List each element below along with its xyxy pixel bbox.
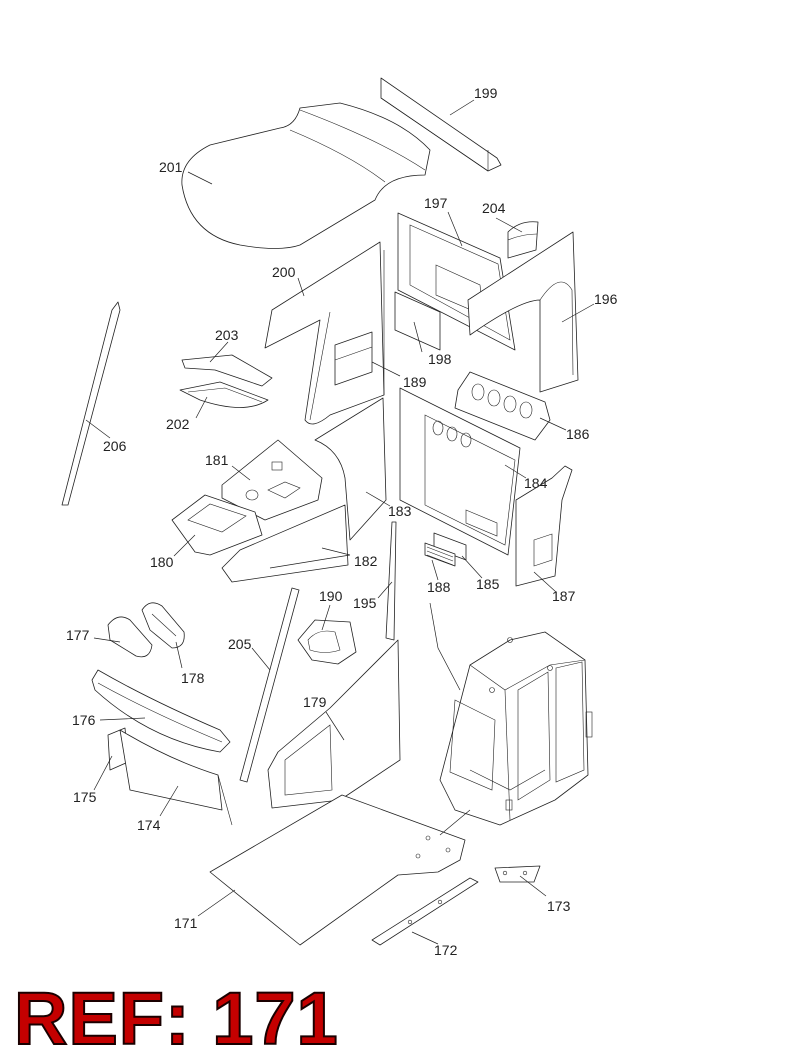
part-196 bbox=[467, 231, 579, 393]
leader-lines bbox=[85, 99, 595, 945]
callout-206: 206 bbox=[103, 438, 127, 454]
callout-200: 200 bbox=[272, 264, 296, 280]
part-206 bbox=[61, 301, 121, 506]
callout-203: 203 bbox=[215, 327, 239, 343]
part-186 bbox=[454, 371, 551, 441]
part-174 bbox=[119, 729, 233, 826]
part-189 bbox=[334, 331, 373, 386]
part-172 bbox=[371, 877, 479, 946]
callout-195: 195 bbox=[353, 595, 377, 611]
part-181 bbox=[221, 439, 323, 521]
part-176 bbox=[91, 669, 231, 753]
callout-189: 189 bbox=[403, 374, 427, 390]
part-203 bbox=[181, 354, 273, 387]
reference-label: REF: 171 bbox=[13, 977, 339, 1060]
callout-202: 202 bbox=[166, 416, 190, 432]
callout-183: 183 bbox=[388, 503, 412, 519]
callout-190: 190 bbox=[319, 588, 343, 604]
callout-177: 177 bbox=[66, 627, 90, 643]
part-202 bbox=[179, 381, 269, 408]
callout-204: 204 bbox=[482, 200, 506, 216]
part-195 bbox=[385, 521, 397, 641]
part-178 bbox=[141, 602, 185, 649]
callout-197: 197 bbox=[424, 195, 448, 211]
callout-185: 185 bbox=[476, 576, 500, 592]
callout-179: 179 bbox=[303, 694, 327, 710]
callout-178: 178 bbox=[181, 670, 205, 686]
callout-180: 180 bbox=[150, 554, 174, 570]
callout-196: 196 bbox=[594, 291, 618, 307]
part-183 bbox=[314, 397, 387, 541]
part-204 bbox=[507, 221, 539, 259]
callout-201: 201 bbox=[159, 159, 183, 175]
callout-205: 205 bbox=[228, 636, 252, 652]
part-198 bbox=[394, 291, 441, 351]
callout-175: 175 bbox=[73, 789, 97, 805]
callout-188: 188 bbox=[427, 579, 451, 595]
callout-187: 187 bbox=[552, 588, 576, 604]
part-182 bbox=[221, 504, 349, 583]
part-205 bbox=[239, 587, 300, 783]
callout-199: 199 bbox=[474, 85, 498, 101]
callout-176: 176 bbox=[72, 712, 96, 728]
part-180 bbox=[171, 494, 263, 556]
part-188 bbox=[424, 542, 456, 567]
callout-172: 172 bbox=[434, 942, 458, 958]
part-201 bbox=[181, 102, 431, 249]
callout-182: 182 bbox=[354, 553, 378, 569]
cab-assembly bbox=[439, 631, 593, 826]
callout-184: 184 bbox=[524, 475, 548, 491]
part-190 bbox=[297, 619, 357, 665]
part-187 bbox=[515, 465, 573, 587]
part-184 bbox=[399, 387, 521, 556]
part-171 bbox=[209, 794, 466, 946]
callout-171: 171 bbox=[174, 915, 198, 931]
callout-181: 181 bbox=[205, 452, 229, 468]
part-173 bbox=[494, 865, 541, 883]
part-177 bbox=[107, 616, 153, 658]
callout-198: 198 bbox=[428, 351, 452, 367]
callout-186: 186 bbox=[566, 426, 590, 442]
callout-173: 173 bbox=[547, 898, 571, 914]
callout-174: 174 bbox=[137, 817, 161, 833]
part-199 bbox=[380, 77, 502, 172]
